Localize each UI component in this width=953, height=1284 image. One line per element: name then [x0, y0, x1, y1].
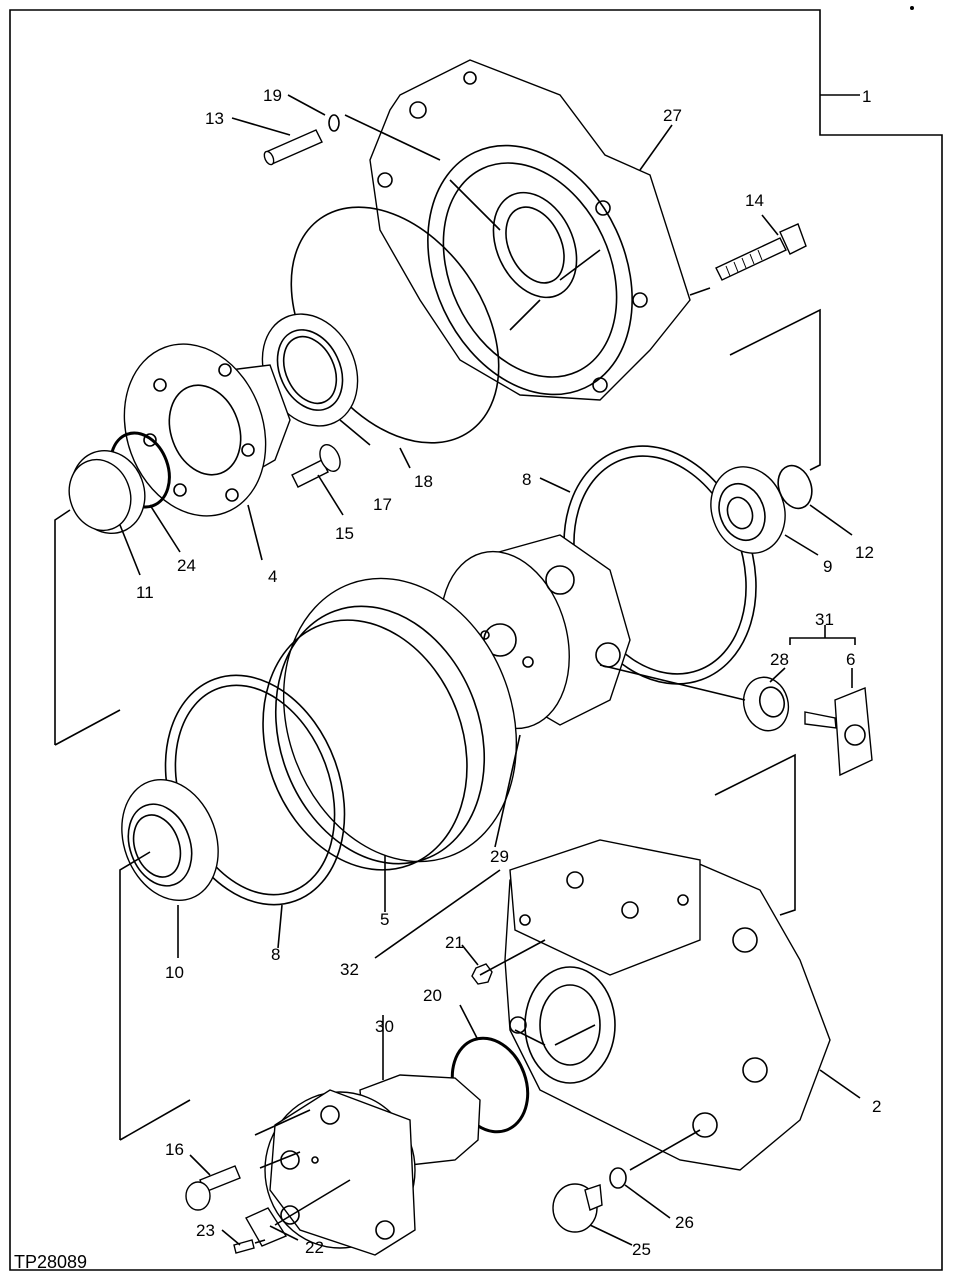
- bearing-28: [742, 676, 790, 732]
- callout-28: 28: [770, 650, 789, 669]
- o-ring-19: [328, 114, 340, 132]
- registration-dot: [910, 6, 914, 10]
- callout-25: 25: [632, 1240, 651, 1259]
- reduction-housing: [369, 59, 691, 401]
- callout-12: 12: [855, 543, 874, 562]
- callout-14: 14: [745, 191, 764, 210]
- callout-18: 18: [414, 472, 433, 491]
- assembly-lines: [54, 114, 821, 1244]
- callout-24: 24: [177, 556, 196, 575]
- screw-23: [233, 1239, 255, 1254]
- callout-15: 15: [335, 524, 354, 543]
- callout-16: 16: [165, 1140, 184, 1159]
- bolt-16: [185, 1165, 241, 1211]
- callout-30: 30: [375, 1017, 394, 1036]
- callout-8-upper: 8: [522, 470, 531, 489]
- callout-9: 9: [823, 557, 832, 576]
- callout-13: 13: [205, 109, 224, 128]
- o-ring-26: [609, 1167, 627, 1189]
- snap-ring-12: [777, 464, 813, 510]
- callout-32: 32: [340, 960, 359, 979]
- callout-leaders: [119, 94, 861, 1246]
- callout-11: 11: [136, 583, 154, 602]
- callout-1: 1: [862, 87, 871, 106]
- bearing-9: [710, 466, 786, 554]
- callout-2: 2: [872, 1097, 881, 1116]
- group-bracket-1: [9, 9, 943, 1271]
- cap-11: [68, 449, 146, 535]
- plug-25: [552, 1183, 603, 1233]
- bearing-10: [121, 778, 219, 902]
- callout-22: 22: [305, 1238, 324, 1257]
- callout-29: 29: [490, 847, 509, 866]
- pin-13: [263, 129, 323, 166]
- bolt-14: [715, 223, 807, 281]
- plate-6: [804, 687, 873, 777]
- bracket-31: [789, 637, 856, 645]
- plate-22: [245, 1207, 288, 1247]
- callout-8-lower: 8: [271, 945, 280, 964]
- motor-housing-2: [504, 839, 831, 1171]
- callout-4: 4: [268, 567, 277, 586]
- callout-27: 27: [663, 106, 682, 125]
- callout-5: 5: [380, 910, 389, 929]
- callout-10: 10: [165, 963, 184, 982]
- callout-31: 31: [815, 610, 834, 629]
- callout-20: 20: [423, 986, 442, 1005]
- bolt-15: [291, 444, 341, 488]
- valve-cover-30: [264, 1074, 481, 1256]
- callout-23: 23: [196, 1221, 215, 1240]
- flange-4: [123, 343, 291, 517]
- callout-6: 6: [846, 650, 855, 669]
- callout-19: 19: [263, 86, 282, 105]
- callout-17: 17: [373, 495, 392, 514]
- callout-21: 21: [445, 933, 464, 952]
- figure-id-label: TP28089: [14, 1252, 88, 1272]
- callout-26: 26: [675, 1213, 694, 1232]
- callout-labels: 1 2 4 5 6 8 8 9 10 11 12 13 14 15 16 17 …: [136, 86, 881, 1259]
